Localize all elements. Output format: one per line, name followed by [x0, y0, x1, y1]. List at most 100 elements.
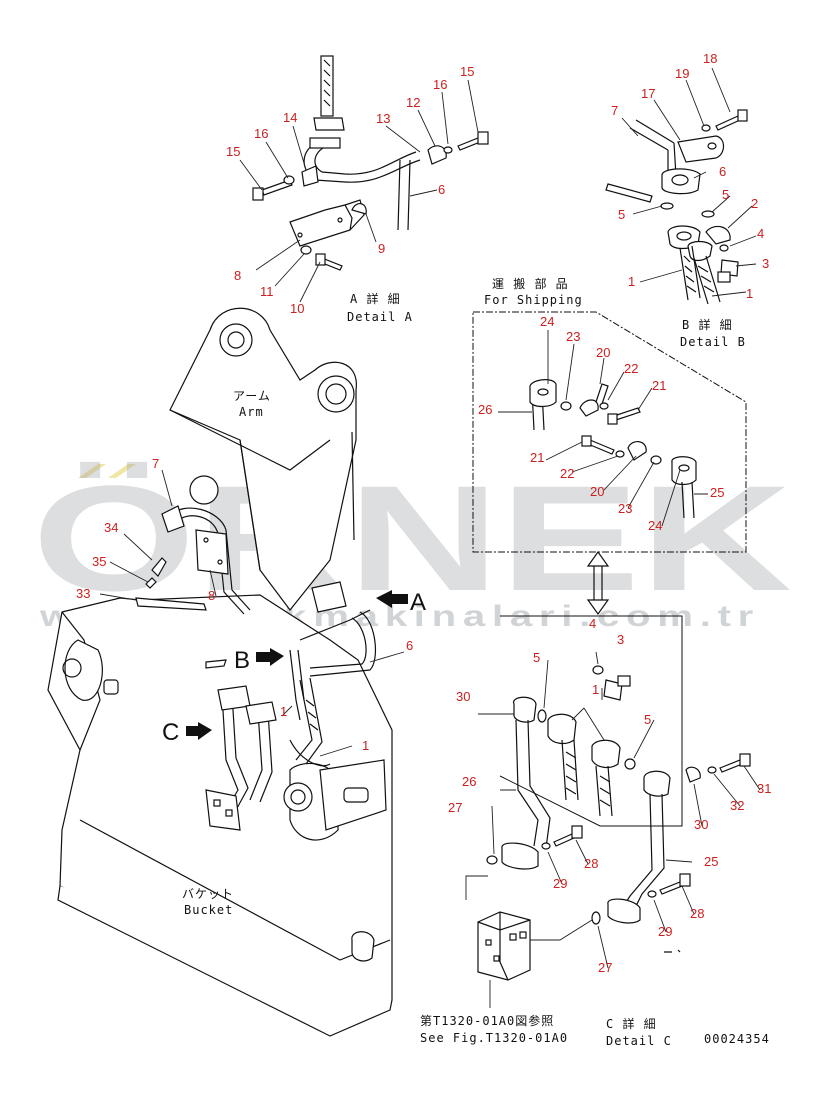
- callout-c-28-right: 28: [690, 906, 704, 921]
- detail-a-clamp-left: [301, 165, 319, 187]
- view-arrow-c-label: C: [162, 719, 179, 746]
- drawing-number: 00024354: [704, 1032, 770, 1046]
- arm-body: [169, 307, 357, 611]
- shipping-label-en: For Shipping: [484, 293, 583, 307]
- detail-a-hose-vertical: [320, 55, 334, 117]
- detail-c-washer-29-left: [541, 842, 551, 850]
- callout-s-21-top: 21: [652, 378, 666, 393]
- callout-a-16-left: 16: [254, 126, 268, 141]
- callout-m-33: 33: [76, 586, 90, 601]
- shipping-flange-left: [529, 379, 557, 408]
- detail-b-clamp: [705, 225, 731, 245]
- view-arrow-b-label: B: [234, 647, 250, 674]
- callout-c-31: 31: [757, 781, 771, 796]
- callout-s-25: 25: [710, 485, 724, 500]
- detail-a-hose-right: [397, 159, 411, 231]
- callout-c-5-left: 5: [533, 650, 540, 665]
- callout-a-11: 11: [260, 284, 274, 299]
- callout-m-1-lower: 1: [362, 738, 369, 753]
- callout-a-16-right: 16: [433, 77, 447, 92]
- callout-b-18: 18: [703, 51, 717, 66]
- bucket-label-en: Bucket: [184, 903, 233, 917]
- detail-c-bolt-31: [719, 759, 743, 773]
- shipping-dashed-box: [472, 311, 747, 553]
- callout-s-26: 26: [478, 402, 492, 417]
- shipping-bolt-top: [613, 407, 641, 421]
- callout-b-2: 2: [751, 196, 758, 211]
- detail-c-bolt-28-right: [659, 881, 683, 895]
- callout-c-3: 3: [617, 632, 624, 647]
- detail-a-washer-left: [283, 175, 295, 185]
- callout-c-27-right: 27: [598, 960, 612, 975]
- detail-b-pin: [605, 183, 653, 203]
- callout-b-1-right: 1: [746, 286, 753, 301]
- callout-a-9: 9: [378, 241, 385, 256]
- callout-m-7: 7: [152, 456, 159, 471]
- shipping-oring-left: [560, 401, 572, 411]
- detail-c-hose-flange-right: [591, 739, 621, 769]
- callout-c-26: 26: [462, 774, 476, 789]
- detail-c-flange-bottom-left: [501, 842, 539, 870]
- detail-b-flange: [677, 135, 725, 163]
- callout-b-5-right: 5: [722, 187, 729, 202]
- callout-c-1: 1: [592, 682, 599, 697]
- callout-b-5-left: 5: [618, 207, 625, 222]
- callout-c-32: 32: [730, 798, 744, 813]
- callout-m-1-upper: 1: [280, 704, 287, 719]
- callout-a-8: 8: [234, 268, 241, 283]
- detail-c-hose-right: [595, 765, 613, 817]
- detail-c-label-jp: C 詳 細: [606, 1016, 657, 1031]
- callout-m-34: 34: [104, 520, 118, 535]
- see-fig-label-jp: 第T1320-01A0図参照: [420, 1013, 554, 1028]
- shipping-clamp-bottom: [627, 441, 647, 461]
- detail-b-pipe-7: [629, 119, 675, 151]
- callout-s-21-bottom: 21: [530, 450, 544, 465]
- callout-b-17: 17: [641, 86, 655, 101]
- detail-c-hose-flange-left: [547, 713, 577, 745]
- callout-s-20-top: 20: [596, 345, 610, 360]
- callout-a-10: 10: [290, 301, 304, 316]
- detail-c-oring-left: [537, 709, 547, 723]
- view-arrow-a-label: A: [410, 589, 426, 616]
- callout-a-13: 13: [376, 111, 390, 126]
- callout-c-30-right: 30: [694, 817, 708, 832]
- callout-m-6: 6: [406, 638, 413, 653]
- callout-s-24-bottom: 24: [648, 518, 662, 533]
- arm-pipe-6: [309, 611, 377, 677]
- detail-a-washer-bottom: [300, 245, 312, 255]
- callout-c-28-left: 28: [584, 856, 598, 871]
- detail-a-label-jp: A 詳 細: [350, 291, 401, 306]
- bucket-pipe-25: [249, 711, 273, 803]
- detail-c-group: 4 3 5 1 5 30 26 31 32 30 27 28 25 29 28 …: [420, 615, 771, 1048]
- view-arrow-c: [186, 722, 212, 740]
- detail-c-flange-bottom-right: [607, 898, 641, 924]
- detail-c-pipe-26: [515, 719, 551, 849]
- callout-c-29-right: 29: [658, 924, 672, 939]
- shipping-clamp-top: [579, 399, 599, 417]
- detail-b-oring-left: [660, 202, 674, 210]
- callout-b-19: 19: [675, 66, 689, 81]
- detail-c-flange-30-right: [643, 770, 671, 797]
- part-35-washer: [145, 577, 157, 589]
- callout-s-24-top: 24: [540, 314, 554, 329]
- detail-b-hose-b: [693, 255, 721, 305]
- detail-c-washer-32: [707, 766, 717, 774]
- callout-b-4: 4: [757, 226, 764, 241]
- callout-b-6: 6: [719, 164, 726, 179]
- arm-lower-boss: [189, 475, 219, 505]
- detail-c-pipe-25: [619, 793, 665, 915]
- detail-b-washer-2: [719, 244, 729, 252]
- watermark-brand: ÖRNEK: [32, 454, 792, 622]
- callout-c-4: 4: [589, 616, 596, 631]
- detail-a-group: 15 16 14 13 12 16 15 6 9 8 11 10 A 詳 細 D…: [226, 55, 489, 324]
- callout-b-1-left: 1: [628, 274, 635, 289]
- callout-c-29-left: 29: [553, 876, 567, 891]
- detail-b-bolt-top: [715, 115, 741, 131]
- callout-a-12: 12: [406, 95, 420, 110]
- double-arrow: [586, 550, 610, 616]
- callout-s-22-bottom: 22: [560, 466, 574, 481]
- bucket-label-jp: バケット: [182, 887, 234, 901]
- detail-b-split-flange: [661, 168, 701, 195]
